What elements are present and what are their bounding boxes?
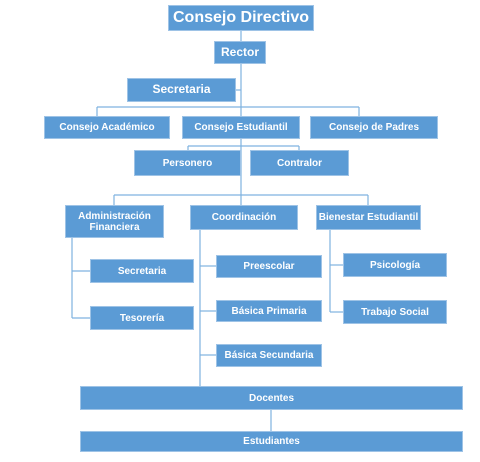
node-estudiantes: Estudiantes [80, 431, 463, 452]
node-consejo-directivo: Consejo Directivo [168, 5, 314, 31]
node-tesoreria: Tesorería [90, 306, 194, 330]
node-basica-secundaria: Básica Secundaria [216, 344, 322, 367]
node-bienestar-estudiantil: Bienestar Estudiantil [316, 205, 421, 230]
node-secretaria-admin: Secretaria [90, 259, 194, 283]
node-consejo-estudiantil: Consejo Estudiantil [182, 116, 300, 139]
node-consejo-academico: Consejo Académico [44, 116, 170, 139]
node-administracion-financiera: Administración Financiera [65, 205, 164, 238]
node-coordinacion: Coordinación [190, 205, 298, 230]
node-basica-primaria: Básica Primaria [216, 300, 322, 322]
node-contralor: Contralor [250, 150, 349, 176]
node-psicologia: Psicología [343, 253, 447, 277]
node-personero: Personero [134, 150, 241, 176]
node-rector: Rector [214, 41, 266, 64]
node-trabajo-social: Trabajo Social [343, 300, 447, 324]
node-preescolar: Preescolar [216, 255, 322, 278]
node-docentes: Docentes [80, 386, 463, 410]
node-secretaria-top: Secretaria [127, 78, 236, 102]
node-consejo-padres: Consejo de Padres [310, 116, 438, 139]
